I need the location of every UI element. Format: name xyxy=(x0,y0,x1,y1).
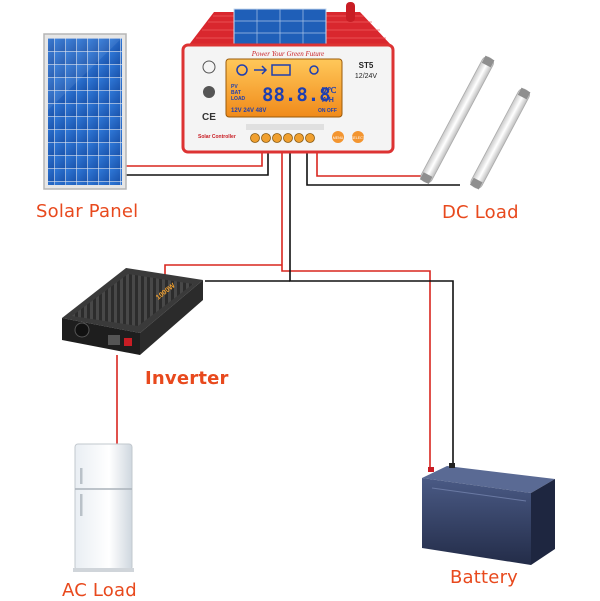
terminal-positive xyxy=(428,467,434,472)
outlet-icon xyxy=(124,338,132,346)
wire-bat-black xyxy=(289,150,454,468)
controller-slogan: Power Your Green Future xyxy=(251,50,325,58)
label-battery: Battery xyxy=(450,567,519,588)
brand-logo-icon xyxy=(203,86,215,98)
battery xyxy=(422,463,555,565)
controller-model: ST5 xyxy=(359,61,374,70)
controller-brand-text: Solar Controller xyxy=(198,134,236,140)
arrow-icon xyxy=(254,65,268,75)
lcd-row-pv: PV xyxy=(231,84,238,90)
charge-controller: Power Your Green Future CE PV BAT LOAD 8… xyxy=(181,2,395,154)
ac-load-fridge xyxy=(73,443,134,572)
select-button-label: SELECT xyxy=(351,136,365,140)
bulb-icon xyxy=(309,65,319,75)
certification-icon xyxy=(202,60,216,74)
controller-voltage: 12/24V xyxy=(355,73,378,80)
wiring xyxy=(116,150,460,468)
fan-icon xyxy=(74,322,90,338)
lcd-row-bat: BAT xyxy=(231,90,241,96)
fridge-handle xyxy=(80,468,83,484)
ce-mark: CE xyxy=(202,112,216,123)
label-inverter: Inverter xyxy=(145,368,229,389)
dc-load-lights xyxy=(419,55,531,190)
label-dc-load: DC Load xyxy=(442,202,519,223)
lcd-unit-ah: A H xyxy=(322,97,334,104)
wire-dc-black xyxy=(306,150,460,186)
label-ac-load: AC Load xyxy=(62,580,137,601)
select-button xyxy=(352,131,364,143)
lcd-row-load: LOAD xyxy=(231,96,246,102)
wire-dc-red xyxy=(316,150,430,177)
lcd-unit-vc: V℃ xyxy=(322,86,336,95)
fridge-handle xyxy=(80,494,83,516)
outlet-icon xyxy=(108,335,120,345)
lcd-on-off: ON OFF xyxy=(318,108,337,114)
menu-button-label: MENU xyxy=(333,136,344,140)
wire-solar-red xyxy=(123,150,263,167)
battery-lcd-icon xyxy=(271,64,291,76)
wire-bat-red xyxy=(281,150,431,468)
solar-panel xyxy=(43,33,127,190)
sun-icon xyxy=(236,64,248,76)
label-solar-panel: Solar Panel xyxy=(36,201,139,222)
inverter: 1000W xyxy=(62,268,203,355)
lcd-digits: 88.8.8 xyxy=(262,84,331,106)
terminal-negative xyxy=(449,463,455,468)
terminal-block xyxy=(250,133,315,143)
menu-button xyxy=(332,131,344,143)
wire-solar-black xyxy=(123,150,269,176)
lcd-voltages: 12V 24V 48V xyxy=(231,108,266,114)
